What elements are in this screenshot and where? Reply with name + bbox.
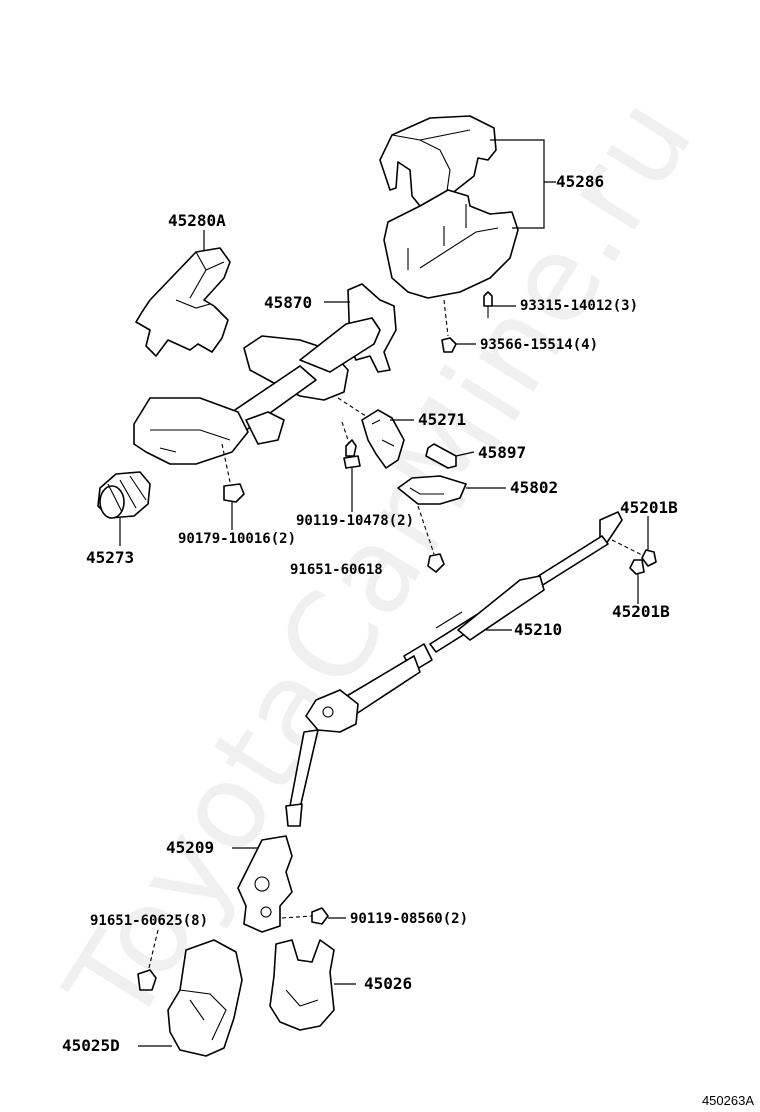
bolt-91651-60618 [427, 553, 445, 573]
label-93566-15514: 93566-15514(4) [480, 337, 599, 353]
label-90119-10478: 90119-10478(2) [296, 513, 415, 529]
label-90119-08560: 90119-08560(2) [350, 911, 469, 927]
bolt-91651-60625 [137, 969, 157, 991]
universal-joint-45209 [237, 835, 293, 933]
plate-45802 [397, 475, 467, 505]
bolt-90119-10478 [343, 439, 361, 469]
label-45201B-top: 45201B [620, 498, 678, 517]
nut-90179 [223, 483, 245, 503]
label-45025D: 45025D [62, 1036, 120, 1055]
label-45286: 45286 [556, 172, 605, 191]
bolt-90119-08560 [311, 907, 329, 925]
steering-column-assembly [133, 283, 397, 465]
label-45802: 45802 [510, 478, 559, 497]
pin-45897 [425, 443, 457, 469]
label-91651-60625: 91651-60625(8) [90, 913, 209, 929]
hole-cover-45025D [167, 939, 243, 1057]
diagram-reference-code: 450263A [701, 1093, 754, 1108]
label-45209: 45209 [166, 838, 215, 857]
label-45280A: 45280A [168, 211, 226, 230]
column-cover-lower [383, 189, 519, 299]
label-45210: 45210 [514, 620, 563, 639]
column-cover-upper [379, 115, 497, 207]
bracket-45026 [269, 939, 335, 1031]
bracket-45271 [361, 409, 405, 469]
shaft-45210 [285, 511, 623, 827]
label-45273: 45273 [86, 548, 135, 567]
bushing-45273 [97, 471, 151, 519]
label-93315-14012: 93315-14012(3) [520, 298, 639, 314]
label-45201B-bottom: 45201B [612, 602, 670, 621]
leader-45286 [490, 139, 556, 229]
bracket-45280A [135, 247, 231, 357]
label-45870: 45870 [264, 293, 313, 312]
label-45897: 45897 [478, 443, 527, 462]
screw-93315 [483, 291, 493, 318]
screw-93566 [441, 337, 457, 353]
label-90179-10016: 90179-10016(2) [178, 531, 297, 547]
label-91651-60618: 91651-60618 [290, 562, 383, 578]
clip-45201B-upper [641, 549, 657, 567]
clip-45201B-lower [629, 559, 645, 575]
label-45271: 45271 [418, 410, 467, 429]
label-45026: 45026 [364, 974, 413, 993]
